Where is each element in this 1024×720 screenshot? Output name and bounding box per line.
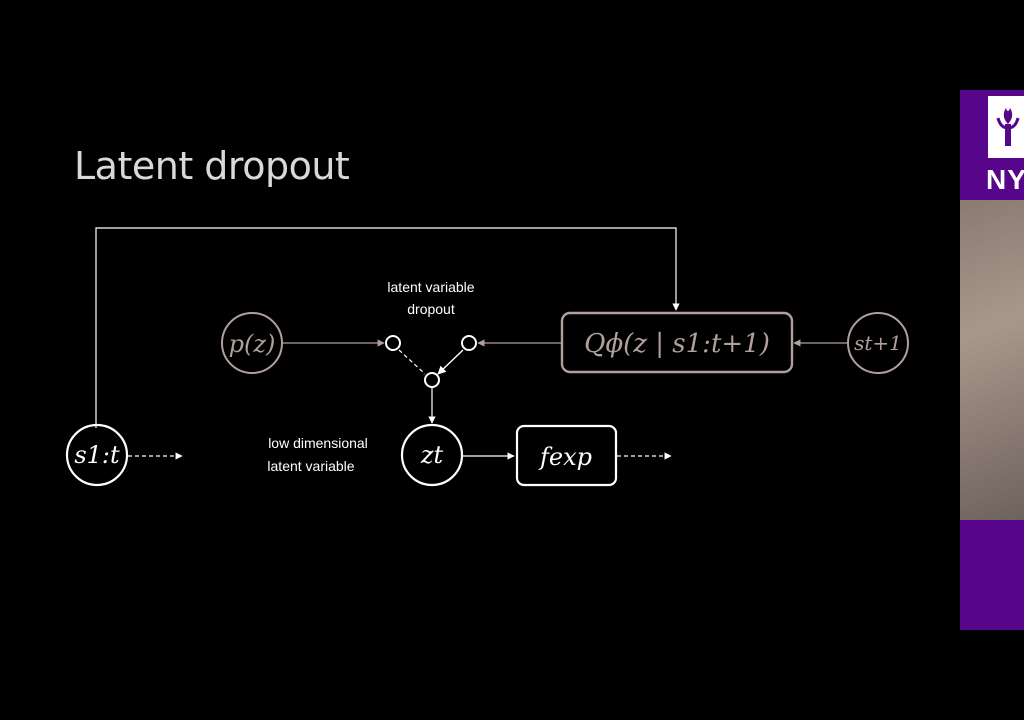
dropout-switch bbox=[385, 335, 477, 388]
switch-common-terminal bbox=[424, 372, 440, 388]
dropout-annotation-line2: dropout bbox=[407, 301, 455, 317]
latent-annotation-line1: low dimensional bbox=[268, 435, 368, 451]
next-state-label: st+1 bbox=[854, 331, 902, 355]
feedback-edge bbox=[95, 227, 680, 428]
presenter-video-panel: NY bbox=[960, 90, 1024, 630]
dropout-annotation-line1: latent variable bbox=[387, 279, 474, 295]
prior-label: p(z) bbox=[229, 330, 276, 358]
nyu-torch-logo bbox=[988, 96, 1024, 158]
posterior-label: Qϕ(z | s1:t+1) bbox=[584, 329, 770, 359]
latent-label: zt bbox=[420, 441, 444, 469]
fexp-label: fexp bbox=[538, 443, 592, 471]
latent-dropout-diagram: p(z) latent variable dropout Qϕ(z | s1:t… bbox=[65, 227, 909, 487]
latent-node: zt bbox=[400, 423, 464, 487]
slide-title: Latent dropout bbox=[74, 144, 350, 188]
history-label: s1:t bbox=[74, 441, 120, 469]
latent-annotation-line2: latent variable bbox=[267, 458, 354, 474]
next-state-node: st+1 bbox=[847, 312, 909, 374]
nyu-logo-text: NY bbox=[986, 164, 1024, 195]
history-node: s1:t bbox=[65, 423, 129, 487]
switch-right-terminal bbox=[461, 335, 477, 351]
prior-node: p(z) bbox=[221, 312, 283, 374]
torch-icon bbox=[996, 108, 1020, 146]
fexp-node: fexp bbox=[515, 424, 618, 487]
switch-left-terminal bbox=[385, 335, 401, 351]
posterior-node: Qϕ(z | s1:t+1) bbox=[560, 311, 794, 374]
presenter-video-feed bbox=[960, 200, 1024, 520]
